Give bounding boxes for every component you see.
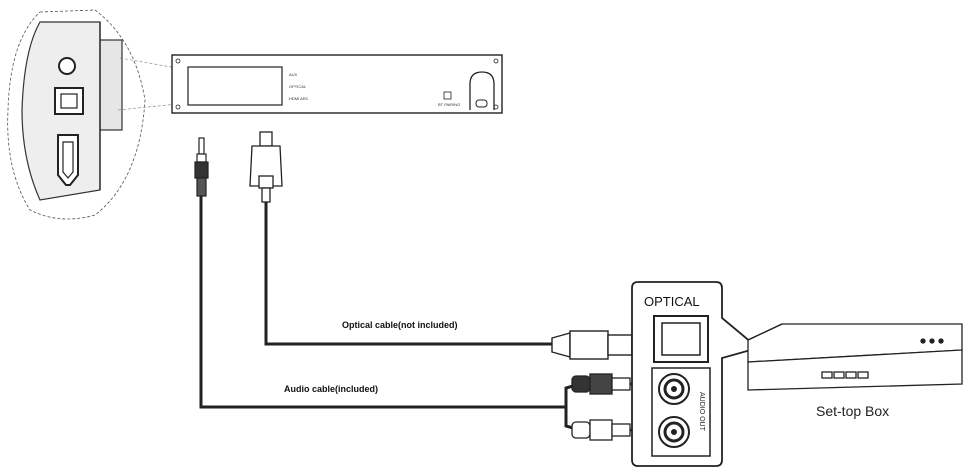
audio-out-label: AUDIO OUT xyxy=(698,392,705,432)
soundbar-mark-hdmi: HDMI ARC xyxy=(289,96,309,101)
soundbar-mark-optical: OPTICAL xyxy=(289,84,307,89)
audio-cable xyxy=(199,196,566,409)
optical-port-label: OPTICAL xyxy=(644,294,700,309)
soundbar-button-icon xyxy=(469,71,495,110)
zoom-inset xyxy=(7,9,146,220)
settop-box-icon xyxy=(747,323,963,391)
soundbar-port-panel xyxy=(187,66,283,106)
optical-cable-label: Optical cable(not included) xyxy=(342,320,458,330)
rca-plug-top-icon xyxy=(571,373,646,395)
soundbar-footer-text: BT PAIRING xyxy=(438,102,460,107)
aux-port-icon xyxy=(58,57,76,75)
soundbar-logo-icon xyxy=(443,91,452,100)
settop-port-panel: OPTICAL AUDIO OUT xyxy=(631,281,760,467)
optical-plug-end-icon xyxy=(551,330,645,360)
audio-cable-label: Audio cable(included) xyxy=(284,384,378,394)
soundbar: AUX OPTICAL HDMI ARC BT PAIRING xyxy=(171,54,503,114)
soundbar-mark-aux: AUX xyxy=(289,72,298,77)
optical-cable xyxy=(264,202,552,346)
settop-box-label: Set-top Box xyxy=(816,403,889,419)
rca-plug-bottom-icon xyxy=(571,419,646,441)
aux-plug-icon xyxy=(194,137,209,197)
optical-plug-icon xyxy=(249,131,283,203)
